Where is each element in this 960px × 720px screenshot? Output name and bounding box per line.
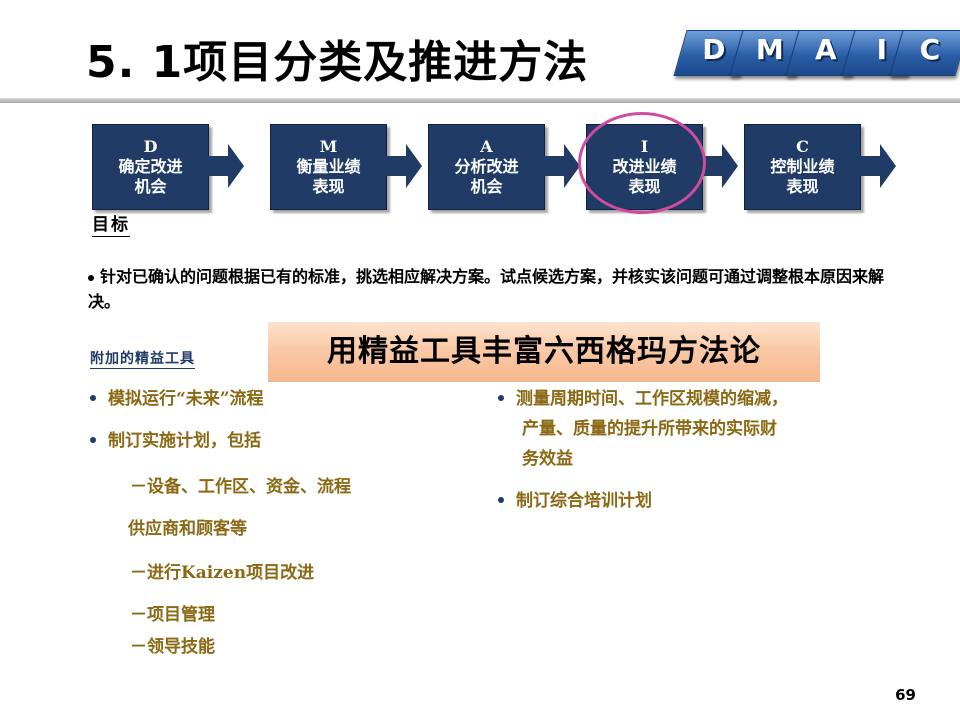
flow-arrow-icon xyxy=(208,144,244,188)
flow-step-label: 控制业绩 xyxy=(770,157,835,176)
page-title: 5. 1项目分类及推进方法 xyxy=(86,37,589,88)
list-subitem: －设备、工作区、资金、流程 xyxy=(130,477,351,497)
dmaic-tabs: D M A I C xyxy=(673,22,960,78)
flow-step-a: A 分析改进 机会 xyxy=(428,124,545,210)
dmaic-tab-label: C xyxy=(919,33,941,66)
bullet-icon xyxy=(88,274,94,281)
flow-step-letter: D xyxy=(143,137,158,156)
list-subitem: －项目管理 xyxy=(130,605,215,625)
tools-list-left: 模拟运行“未来”流程 制订实施计划，包括 －设备、工作区、资金、流程 供应商和顾… xyxy=(90,386,470,676)
list-item-continuation: 产量、质量的提升所带来的实际财 xyxy=(522,419,777,439)
title-divider xyxy=(0,98,960,103)
goal-description: 针对已确认的问题根据已有的标准，挑选相应解决方案。试点候选方案，并核实该问题可通… xyxy=(88,267,885,311)
goal-text: 针对已确认的问题根据已有的标准，挑选相应解决方案。试点候选方案，并核实该问题可通… xyxy=(88,264,900,314)
list-subitem: 供应商和顾客等 xyxy=(128,519,247,539)
flow-step-label: 确定改进 xyxy=(118,157,183,176)
list-subitem: －进行Kaizen项目改进 xyxy=(130,563,315,583)
flow-step-letter: C xyxy=(796,137,809,156)
dmaic-process-flow: D 确定改进 机会 M 衡量业绩 表现 A 分析改进 机会 I 改进业绩 表现 … xyxy=(0,120,960,212)
flow-step-label: 表现 xyxy=(628,177,661,196)
tools-list-right: 测量周期时间、工作区规模的缩减， 产量、质量的提升所带来的实际财 务效益 制订综… xyxy=(498,386,918,526)
flow-step-letter: M xyxy=(319,137,338,156)
flow-step-m: M 衡量业绩 表现 xyxy=(270,124,387,210)
flow-step-label: 表现 xyxy=(312,177,345,196)
flow-step-letter: I xyxy=(640,137,649,156)
flow-step-i: I 改进业绩 表现 xyxy=(586,124,703,210)
dmaic-tab-c: C xyxy=(889,30,960,76)
list-item: 模拟运行“未来”流程 xyxy=(90,386,264,412)
tools-heading: 附加的精益工具 xyxy=(90,351,195,369)
bullet-icon xyxy=(498,394,504,401)
lean-six-sigma-banner: 用精益工具丰富六西格玛方法论 xyxy=(268,322,820,382)
flow-step-label: 改进业绩 xyxy=(612,157,677,176)
flow-step-label: 机会 xyxy=(134,177,167,196)
goal-heading: 目标 xyxy=(92,215,130,237)
flow-arrow-icon xyxy=(860,144,896,188)
flow-step-label: 分析改进 xyxy=(454,157,519,176)
flow-arrow-icon xyxy=(386,144,422,188)
flow-step-letter: A xyxy=(480,137,493,156)
flow-step-label: 衡量业绩 xyxy=(296,157,361,176)
flow-step-d: D 确定改进 机会 xyxy=(92,124,209,210)
bullet-icon xyxy=(90,436,96,443)
flow-arrow-icon xyxy=(544,144,580,188)
flow-step-c: C 控制业绩 表现 xyxy=(744,124,861,210)
bullet-icon xyxy=(498,496,504,503)
flow-arrow-icon xyxy=(702,144,738,188)
flow-step-label: 机会 xyxy=(470,177,503,196)
list-item: 制订实施计划，包括 xyxy=(90,428,261,454)
list-item-continuation: 务效益 xyxy=(522,449,573,469)
list-item: 测量周期时间、工作区规模的缩减， xyxy=(498,386,788,412)
flow-step-label: 表现 xyxy=(786,177,819,196)
list-item: 制订综合培训计划 xyxy=(498,488,652,514)
list-subitem: －领导技能 xyxy=(130,637,215,657)
bullet-icon xyxy=(90,394,96,401)
page-number: 69 xyxy=(895,686,916,704)
